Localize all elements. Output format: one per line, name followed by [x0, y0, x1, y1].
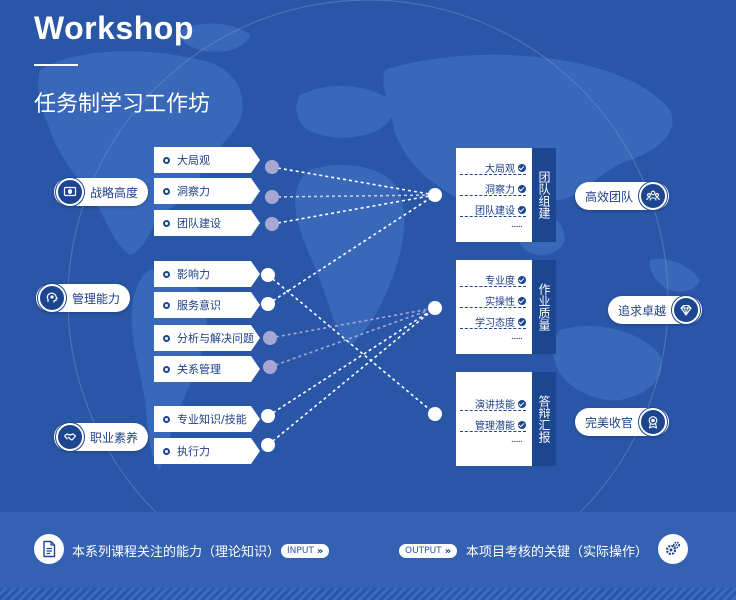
panel-more: ...... — [510, 332, 523, 342]
connector-node — [265, 160, 279, 174]
ability-item: 服务意识 — [154, 292, 260, 318]
connector-node — [261, 438, 275, 452]
input-tag-management: 管理能力 — [36, 284, 131, 312]
connector-node — [265, 190, 279, 204]
check-icon — [518, 296, 526, 305]
row-underline — [460, 328, 526, 329]
hub-node — [428, 188, 442, 202]
input-tag-label: 职业素养 — [90, 430, 139, 445]
panel-more: ...... — [510, 435, 523, 445]
team-icon — [639, 182, 668, 210]
input-tag-label: 战略高度 — [90, 185, 139, 200]
connector-node — [263, 331, 277, 345]
footer-stripe — [0, 588, 736, 600]
panel-row: 实操性 — [485, 293, 526, 308]
ability-item: 分析与解决问题 — [154, 325, 260, 351]
panel-title: 作业质量 — [532, 260, 556, 354]
bullet-icon — [163, 302, 170, 309]
bullet-icon — [163, 335, 170, 342]
output-badge: OUTPUT» — [399, 544, 458, 558]
check-icon — [518, 275, 526, 284]
input-badge: INPUT» — [281, 544, 330, 558]
row-underline — [460, 216, 526, 217]
check-icon — [518, 163, 526, 172]
panel-row: 大局观 — [485, 160, 526, 175]
bullet-icon — [163, 271, 170, 278]
ability-item: 洞察力 — [154, 178, 260, 204]
bullet-icon — [163, 157, 170, 164]
panel-row: 团队建设 — [475, 202, 526, 217]
row-underline — [460, 286, 526, 287]
footer-bar — [0, 512, 736, 588]
input-tag-strategy: 战略高度 — [54, 178, 149, 206]
bullet-icon — [163, 366, 170, 373]
footer-input-text: 本系列课程关注的能力（理论知识） — [72, 545, 281, 560]
document-icon — [34, 534, 64, 564]
check-icon — [518, 420, 526, 429]
row-underline — [460, 431, 526, 432]
chevron-right-icon: » — [316, 545, 324, 557]
panel-row: 管理潜能 — [475, 417, 526, 432]
check-icon — [518, 317, 526, 326]
output-tag-perfect-finish: 完美收官 — [575, 408, 670, 436]
medal-icon — [639, 408, 668, 436]
diamond-icon — [672, 296, 701, 324]
panel-team-building: 团队组建 大局观 洞察力 团队建设 ...... — [456, 148, 556, 242]
connector-node — [265, 217, 279, 231]
row-underline — [460, 174, 526, 175]
ability-item: 专业知识/技能 — [154, 406, 260, 432]
vertical-title: 团队组建 — [537, 171, 551, 219]
bullet-icon — [163, 448, 170, 455]
ability-item: 大局观 — [154, 147, 260, 173]
input-tag-label: 管理能力 — [72, 291, 121, 306]
ability-item: 影响力 — [154, 261, 260, 287]
panel-row: 演讲技能 — [475, 396, 526, 411]
check-icon — [518, 399, 526, 408]
connector-node — [261, 409, 275, 423]
page-subtitle: 任务制学习工作坊 — [34, 92, 211, 117]
connector-node — [261, 297, 275, 311]
panel-more: ...... — [510, 220, 523, 230]
ability-item: 关系管理 — [154, 356, 260, 382]
panel-work-quality: 作业质量 专业度 实操性 学习态度 ...... — [456, 260, 556, 354]
footer-output-text: 本项目考核的关键（实际操作） — [466, 545, 649, 560]
row-underline — [460, 195, 526, 196]
ability-item: 团队建设 — [154, 210, 260, 236]
bullet-icon — [163, 188, 170, 195]
panel-defense-report: 答辩汇报 演讲技能 管理潜能 ...... — [456, 372, 556, 466]
panel-row: 专业度 — [485, 272, 526, 287]
handshake-icon — [56, 423, 84, 451]
output-tag-excellence: 追求卓越 — [608, 296, 703, 324]
vertical-title: 答辩汇报 — [537, 395, 551, 443]
screen-shield-icon — [56, 178, 84, 206]
chevron-right-icon: » — [444, 545, 452, 557]
output-tag-label: 完美收官 — [585, 415, 634, 430]
check-icon — [518, 205, 526, 214]
head-gear-icon — [38, 284, 66, 312]
output-tag-efficient-team: 高效团队 — [575, 182, 670, 210]
bullet-icon — [163, 416, 170, 423]
hub-node — [428, 301, 442, 315]
row-underline — [460, 410, 526, 411]
panel-row: 洞察力 — [485, 181, 526, 196]
connector-node — [261, 268, 275, 282]
input-tag-professionalism: 职业素养 — [54, 423, 149, 451]
ability-item: 执行力 — [154, 438, 260, 464]
page-title: Workshop — [34, 10, 194, 46]
connector-node — [263, 360, 277, 374]
output-tag-label: 追求卓越 — [618, 303, 667, 318]
panel-title: 答辩汇报 — [532, 372, 556, 466]
row-underline — [460, 307, 526, 308]
vertical-title: 作业质量 — [537, 283, 551, 331]
check-icon — [518, 184, 526, 193]
panel-row: 学习态度 — [475, 314, 526, 329]
gears-icon — [658, 534, 688, 564]
hub-node — [428, 407, 442, 421]
title-divider — [34, 64, 78, 66]
output-tag-label: 高效团队 — [585, 189, 634, 204]
panel-title: 团队组建 — [532, 148, 556, 242]
bullet-icon — [163, 220, 170, 227]
